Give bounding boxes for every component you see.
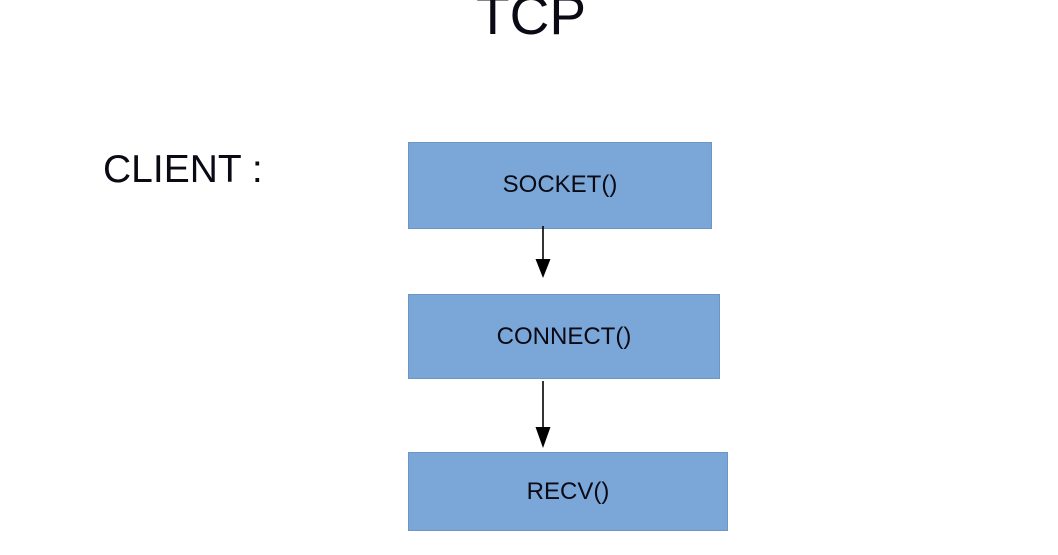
node-recv[interactable]: RECV() [408,452,728,531]
node-connect[interactable]: CONNECT() [408,294,720,379]
arrow-connect-to-recv [535,381,551,448]
node-socket[interactable]: SOCKET() [408,142,712,229]
arrow-socket-to-connect [535,226,551,278]
client-section-label: CLIENT : [103,148,263,191]
page-title: TCP [0,0,1058,43]
node-connect-label: CONNECT() [496,322,632,350]
page-title-text: TCP [476,0,586,46]
node-recv-label: RECV() [526,477,610,505]
node-socket-label: SOCKET() [502,170,618,198]
